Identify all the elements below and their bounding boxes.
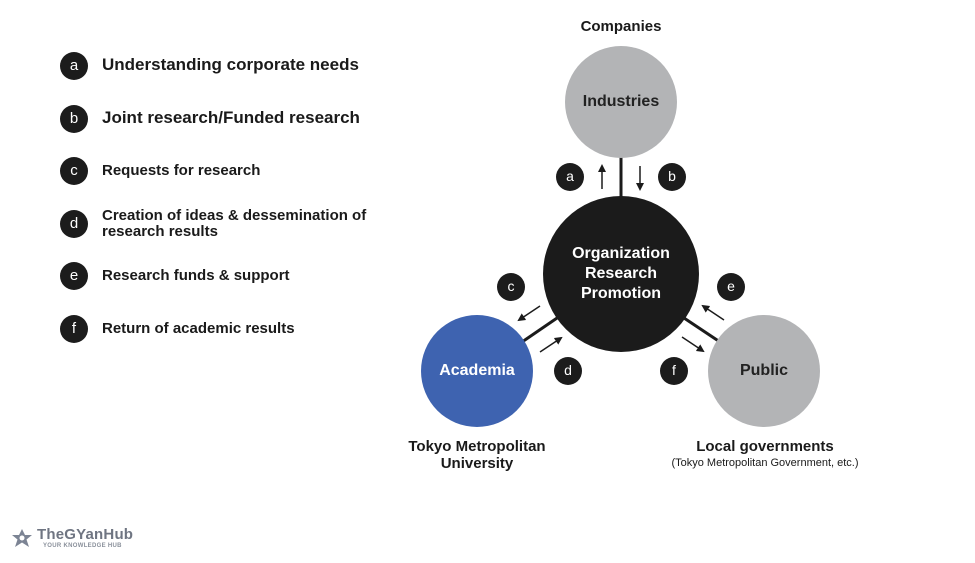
badge-a: a <box>556 163 584 191</box>
legend-badge-e: e <box>60 262 88 290</box>
legend-text-a: Understanding corporate needs <box>102 55 359 74</box>
logo-tagline: YOUR KNOWLEDGE HUB <box>43 543 122 549</box>
logo-title: TheGYanHub <box>37 526 134 543</box>
connector-public-center <box>683 316 721 344</box>
industries-label: Industries <box>582 93 660 110</box>
companies-caption: Companies <box>580 18 662 35</box>
badge-b: b <box>658 163 686 191</box>
public-caption: Local governments <box>696 438 834 455</box>
public-node: Public <box>708 315 820 427</box>
legend-badge-b: b <box>60 105 88 133</box>
legend-text-e: Research funds & support <box>102 267 290 284</box>
legend-badge-f: f <box>60 315 88 343</box>
legend-badge-a: a <box>60 52 88 80</box>
legend-text-d: Creation of ideas & dessemination of res… <box>102 207 367 240</box>
industries-node: Industries <box>565 46 677 158</box>
badge-c: c <box>497 273 525 301</box>
center-label: Organization Research Promotion <box>572 245 670 302</box>
public-label: Public <box>739 362 788 379</box>
arrow-d <box>539 336 563 353</box>
academia-caption: Tokyo Metropolitan University <box>408 438 546 472</box>
badge-d: d <box>554 357 582 385</box>
connector-academia-center <box>521 314 561 344</box>
academia-label: Academia <box>439 362 515 379</box>
arrow-c <box>517 305 541 322</box>
legend-text-c: Requests for research <box>102 162 261 179</box>
legend-badge-d: d <box>60 210 88 238</box>
thegyanhub-logo: TheGYanHub YOUR KNOWLEDGE HUB <box>10 525 160 555</box>
logo-mark-icon <box>12 529 32 547</box>
organization-research-promotion-node: Organization Research Promotion <box>543 196 699 352</box>
badge-f: f <box>660 357 688 385</box>
legend-text-b: Joint research/Funded research <box>102 108 360 127</box>
badge-e: e <box>717 273 745 301</box>
public-subcaption: (Tokyo Metropolitan Government, etc.) <box>671 457 859 469</box>
arrow-e <box>701 304 725 321</box>
legend-badge-c: c <box>60 157 88 185</box>
arrow-f <box>681 336 705 353</box>
legend-text-f: Return of academic results <box>102 320 295 337</box>
academia-node: Academia <box>421 315 533 427</box>
